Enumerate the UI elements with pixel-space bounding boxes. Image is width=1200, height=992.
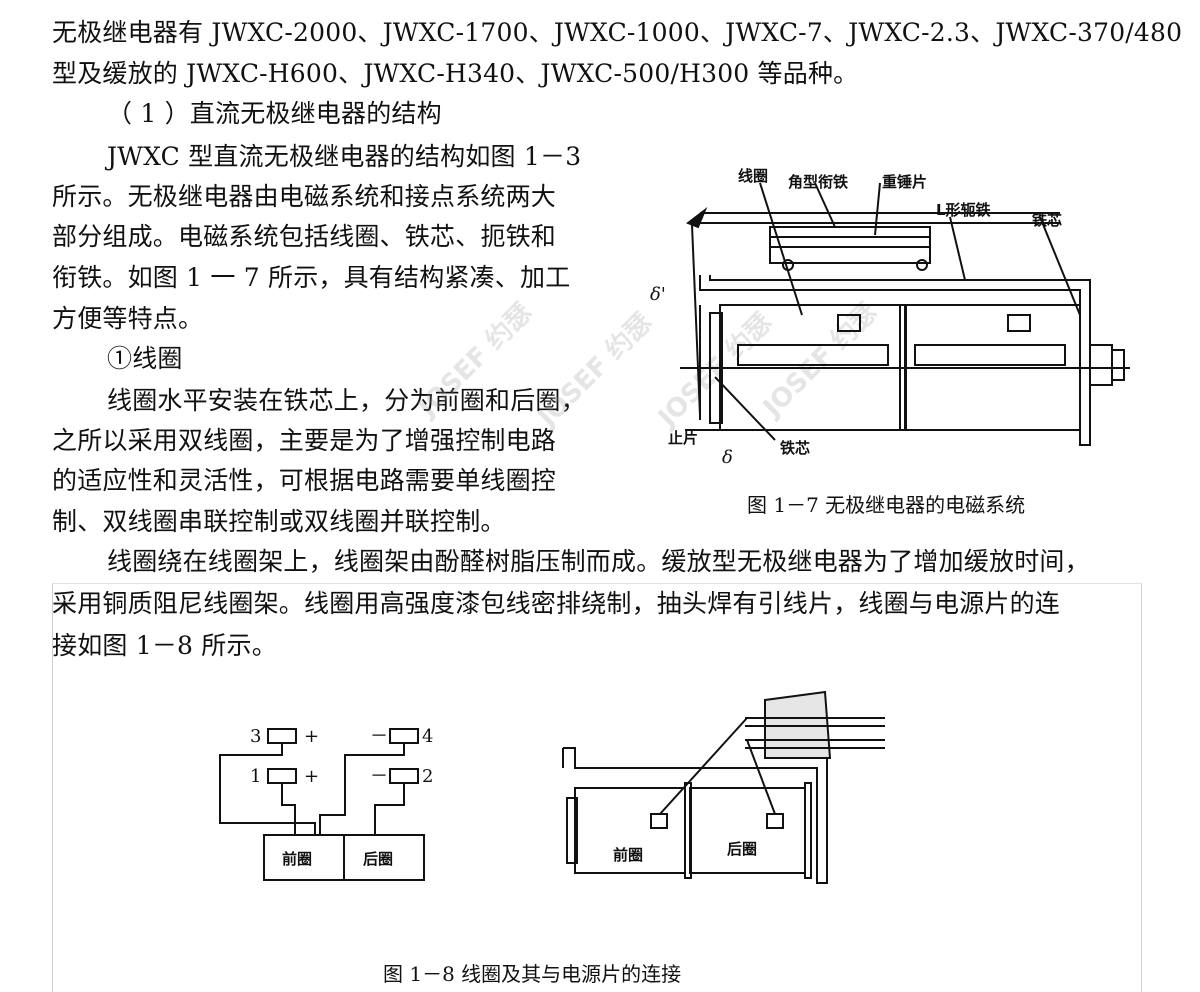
paragraph-2-line-1: JWXC 型直流无极继电器的结构如图 1－3 [107,142,582,171]
label-l-yoke: L形轭铁 [936,201,991,219]
label-coil: 线圈 [738,167,768,185]
figure-1-7-electromagnetic-system: 线圈 角型衔铁 重锤片 L形轭铁 铁芯 δ' 止片 δ 铁芯 [630,155,1150,475]
figure-1-8-wiring-svg: 3 4 1 2 + + － － 前圈 后圈 [219,726,433,881]
subsection-heading-coil: ①线圈 [107,344,183,373]
terminal-3: 3 [250,726,261,747]
terminal-2: 2 [422,766,433,787]
figure-1-8-wiring-diagram: 3 4 1 2 + + － － 前圈 后圈 [200,715,460,890]
paragraph-4-line-3: 接如图 1－8 所示。 [52,631,277,660]
section-heading-structure: （ 1 ）直流无极继电器的结构 [107,99,442,128]
paragraph-1-line-2: 型及缓放的 JWXC-H600、JWXC-H340、JWXC-500/H300 … [52,59,859,88]
paragraph-1-line-1: 无极继电器有 JWXC-2000、JWXC-1700、JWXC-1000、JWX… [52,18,1183,47]
paragraph-2-line-2: 所示。无极继电器由电磁系统和接点系统两大 [52,182,557,211]
paragraph-4-line-2: 采用铜质阻尼线圈架。线圈用高强度漆包线密排绕制，抽头焊有引线片，线圈与电源片的连 [52,589,1061,618]
label-core-top: 铁芯 [1032,211,1062,229]
plus-sign-3: + [304,726,319,747]
front-coil-drawing-label: 前圈 [613,846,643,864]
rear-coil-label: 后圈 [363,850,393,868]
label-delta: δ [722,447,733,468]
paragraph-2-line-4: 衔铁。如图 1 一 7 所示，具有结构紧凑、加工 [52,263,571,292]
front-coil-label: 前圈 [282,850,312,868]
minus-sign-4: － [370,726,388,747]
paragraph-2-line-5: 方便等特点。 [52,304,204,333]
minus-sign-2: － [370,766,388,787]
label-core-bottom: 铁芯 [780,439,810,457]
paragraph-3-line-2: 之所以采用双线圈，主要是为了增强控制电路 [52,426,557,455]
figure-1-8-coil-drawing: 前圈 后圈 [555,688,890,893]
paragraph-4-line-1: 线圈绕在线圈架上，线圈架由酚醛树脂压制而成。缓放型无极继电器为了增加缓放时间， [107,547,1090,576]
paragraph-3-line-4: 制、双线圈串联控制或双线圈并联控制。 [52,507,506,536]
terminal-1: 1 [250,766,261,787]
figure-1-8-frame [52,583,1142,992]
label-angle-armature: 角型衔铁 [788,173,848,191]
label-weight-piece: 重锤片 [882,173,927,191]
terminal-4: 4 [422,726,433,747]
plus-sign-1: + [304,766,319,787]
figure-1-7-caption: 图 1－7 无极继电器的电磁系统 [747,493,1026,517]
rear-coil-drawing-label: 后圈 [727,840,757,858]
paragraph-3-line-3: 的适应性和灵活性，可根据电路需要单线圈控 [52,466,557,495]
label-stop-piece: 止片 [668,429,698,447]
figure-1-7-drawing: 线圈 角型衔铁 重锤片 L形轭铁 铁芯 δ' 止片 δ 铁芯 [650,167,1130,468]
figure-1-8-coil-svg: 前圈 后圈 [562,690,885,884]
paragraph-2-line-3: 部分组成。电磁系统包括线圈、铁芯、扼铁和 [52,222,557,251]
figure-1-8-caption: 图 1－8 线圈及其与电源片的连接 [383,962,682,986]
label-delta-prime: δ' [650,284,666,305]
paragraph-3-line-1: 线圈水平安装在铁芯上，分为前圈和后圈， [107,386,586,415]
